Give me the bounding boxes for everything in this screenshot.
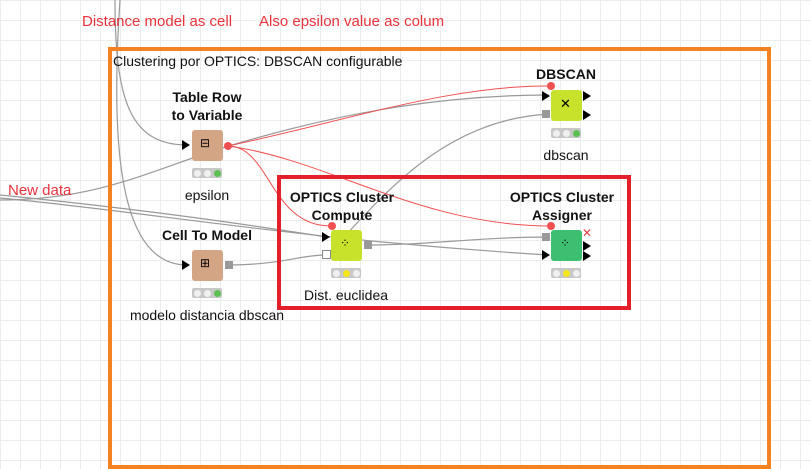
status-lights bbox=[551, 128, 581, 138]
flow-variable-connection bbox=[227, 145, 552, 227]
status-lights bbox=[551, 268, 581, 278]
connection bbox=[367, 236, 550, 246]
annotation-new-data: New data bbox=[8, 182, 72, 199]
output-port[interactable] bbox=[364, 241, 372, 249]
annotation-distance-model: Distance model as cell bbox=[82, 13, 233, 30]
highlight-box bbox=[277, 175, 631, 310]
input-port bbox=[542, 250, 550, 260]
status-lights bbox=[192, 288, 222, 298]
flow-variable-port bbox=[328, 222, 336, 230]
dbscan-icon: ✕ bbox=[560, 96, 571, 111]
node-label[interactable]: epsilon bbox=[184, 187, 230, 203]
status-lights bbox=[192, 168, 222, 178]
scatter-icon: ⁘ bbox=[560, 236, 571, 250]
node-optics-cluster-assigner[interactable]: ⁘ bbox=[551, 230, 582, 261]
cell-to-model-icon: ⊞ bbox=[200, 256, 211, 270]
connection bbox=[116, 0, 188, 266]
node-label[interactable]: dbscan bbox=[543, 147, 589, 163]
node-title-optics-assigner: OPTICS Cluster Assigner bbox=[509, 189, 615, 223]
input-port bbox=[182, 140, 190, 150]
connection bbox=[114, 0, 188, 146]
inactive-port-x-icon: ✕ bbox=[582, 226, 593, 240]
node-title-dbscan: DBSCAN bbox=[536, 66, 596, 82]
output-port bbox=[583, 241, 591, 251]
annotation-epsilon-column: Also epsilon value as colum bbox=[259, 13, 445, 30]
node-table-row-to-variable[interactable]: ⊟ bbox=[192, 130, 223, 161]
output-port bbox=[583, 251, 591, 261]
metanode-title: Clustering por OPTICS: DBSCAN configurab… bbox=[113, 53, 403, 69]
node-dbscan[interactable]: ✕ bbox=[551, 90, 582, 121]
connection bbox=[0, 197, 550, 256]
flow-variable-port bbox=[547, 82, 555, 90]
table-row-to-variable-icon: ⊟ bbox=[200, 136, 211, 150]
node-title-optics-compute: OPTICS Cluster Compute bbox=[289, 189, 395, 223]
status-lights bbox=[331, 268, 361, 278]
model-port[interactable] bbox=[542, 110, 550, 118]
node-title-cell-to-model: Cell To Model bbox=[162, 227, 252, 243]
node-optics-cluster-compute[interactable]: ⁘ bbox=[331, 230, 362, 261]
input-port bbox=[542, 91, 550, 101]
flow-variable-port bbox=[224, 142, 232, 150]
node-cell-to-model[interactable]: ⊞ bbox=[192, 250, 223, 281]
model-port[interactable] bbox=[542, 233, 550, 241]
input-port bbox=[182, 260, 190, 270]
node-label[interactable]: Dist. euclidea bbox=[303, 287, 389, 303]
node-title-table-row-to-variable: Table Row to Variable bbox=[171, 89, 243, 123]
input-port bbox=[322, 232, 330, 242]
model-port[interactable] bbox=[225, 261, 233, 269]
flow-variable-port bbox=[547, 222, 555, 230]
flow-variable-connection bbox=[227, 145, 332, 227]
model-input-port[interactable] bbox=[322, 250, 331, 259]
node-label[interactable]: modelo distancia dbscan bbox=[129, 307, 285, 323]
connection bbox=[0, 194, 328, 238]
output-port bbox=[583, 110, 591, 120]
scatter-icon: ⁘ bbox=[340, 236, 351, 250]
metanode-frame bbox=[108, 47, 771, 469]
flow-variable-connection bbox=[227, 85, 552, 147]
output-port bbox=[583, 91, 591, 101]
